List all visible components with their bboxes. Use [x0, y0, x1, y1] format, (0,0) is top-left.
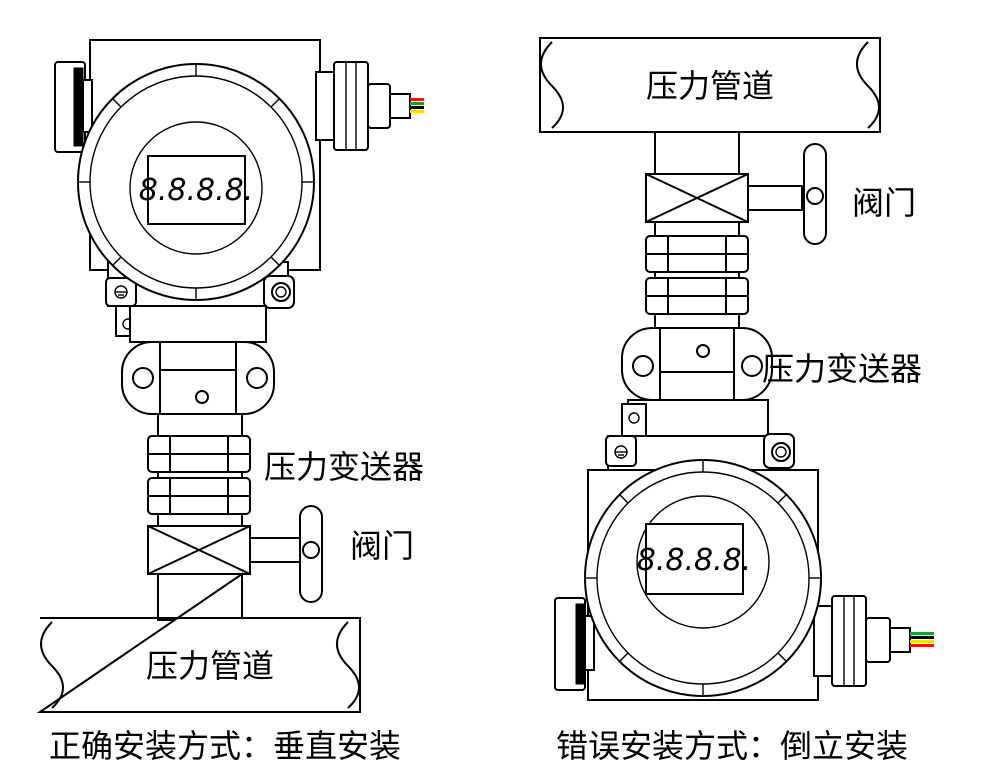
left-side-cap — [54, 61, 93, 153]
right-lcd-window — [645, 523, 744, 595]
right-valve — [645, 143, 827, 245]
left-display-dial: 8.8.8.8. — [77, 63, 315, 301]
wire-yellow — [910, 640, 934, 643]
wire-red — [410, 98, 424, 101]
left-valve-label: 阀门 — [350, 527, 414, 565]
right-pipe — [539, 37, 881, 133]
right-installation: 压力管道 阀门 — [539, 37, 934, 765]
wire-black — [410, 106, 424, 109]
left-pipe-label: 压力管道 — [146, 647, 274, 685]
left-hex-nuts — [147, 413, 251, 527]
right-caption: 错误安装方式：倒立安装 — [556, 727, 908, 765]
wire-black — [910, 636, 934, 639]
right-cable-gland — [813, 595, 934, 687]
left-caption: 正确安装方式：垂直安装 — [49, 727, 401, 765]
right-pipe-stem — [654, 131, 740, 175]
wire-green — [410, 102, 424, 105]
right-transmitter-label: 压力变送器 — [762, 350, 922, 388]
right-pipe-label: 压力管道 — [646, 67, 774, 105]
wire-yellow — [410, 110, 424, 113]
wire-red — [910, 644, 934, 647]
right-display-dial: 8.8.8.8. — [584, 459, 822, 697]
left-cable-gland — [315, 61, 424, 151]
right-hex-nuts — [645, 221, 749, 329]
left-transmitter-label: 压力变送器 — [264, 448, 424, 486]
right-mounting-block — [621, 327, 773, 437]
right-valve-label: 阀门 — [852, 184, 916, 222]
left-installation: 8.8.8.8. — [36, 39, 424, 765]
left-valve — [147, 505, 323, 603]
right-side-cap — [554, 597, 595, 691]
right-lcd-readout: 8.8.8.8. — [637, 543, 752, 578]
right-screw-tab — [763, 433, 795, 469]
left-pipe — [36, 572, 361, 713]
left-lcd-readout: 8.8.8.8. — [139, 173, 254, 208]
right-top-tab — [621, 403, 647, 437]
left-lcd-window — [147, 155, 246, 225]
left-mounting-block — [121, 305, 275, 415]
left-screw-tab — [263, 275, 295, 309]
wire-green — [910, 632, 934, 635]
right-ground-tab — [605, 435, 637, 467]
left-ground-tab — [105, 277, 137, 307]
